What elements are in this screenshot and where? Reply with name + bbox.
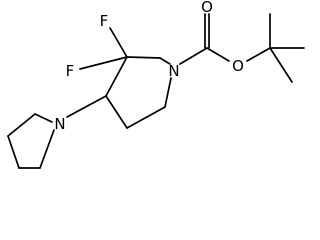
fluorine-lower-label: F xyxy=(66,62,75,80)
pyrrolidine-nitrogen-label: N xyxy=(54,115,65,133)
bond-carbonyl-c-o xyxy=(206,47,230,62)
bond-tbutyl-methyl-down xyxy=(269,47,293,83)
piperidine-ring xyxy=(105,56,172,129)
atom-labels: F F N N O O xyxy=(54,0,244,133)
carbonyl-oxygen-label: O xyxy=(201,0,213,16)
ester-oxygen-label: O xyxy=(232,57,244,75)
pyrrolidine-ring xyxy=(7,95,107,169)
bond-pyrrolidine-cd-n xyxy=(34,113,53,123)
bond-c2-n1 xyxy=(159,57,171,65)
bond-c3-c2 xyxy=(126,56,161,59)
bond-c3-f-upper xyxy=(109,27,128,58)
bond-c5-c4 xyxy=(105,95,128,129)
bond-n1-c6 xyxy=(164,77,172,108)
ring-nitrogen-label: N xyxy=(168,62,179,80)
fluorine-upper-label: F xyxy=(100,12,109,30)
chemical-structure-diagram: F F N N O O xyxy=(7,0,305,169)
bond-c6-c5 xyxy=(126,106,166,129)
bond-c4-c3 xyxy=(105,56,128,97)
bond-pyrrolidine-cc-cd xyxy=(7,113,36,137)
bond-pyrrolidine-cb-cc xyxy=(7,135,20,169)
bond-c4-pyrrolidine-n xyxy=(66,95,107,118)
bond-n1-carbonyl-c xyxy=(179,47,208,65)
bond-pyrrolidine-n-ca xyxy=(39,129,55,169)
bond-o-tbutyl-c xyxy=(246,47,271,62)
boc-group xyxy=(179,13,305,83)
fluorine-substituents xyxy=(79,27,128,70)
bond-c3-f-lower xyxy=(79,56,128,70)
